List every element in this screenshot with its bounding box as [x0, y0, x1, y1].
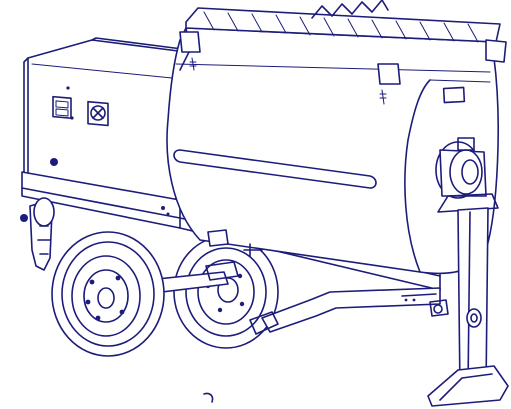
drive-coupling	[207, 229, 263, 257]
safety-grate	[185, 0, 501, 43]
dial-panel	[87, 100, 109, 127]
drum-label-plate	[442, 86, 466, 104]
bearing-assembly	[435, 137, 499, 213]
drum-handle	[173, 149, 377, 189]
support-leg	[457, 207, 489, 393]
mixing-drum	[166, 27, 499, 275]
tow-hitch	[20, 197, 55, 271]
support-tube	[249, 287, 449, 335]
grate-hinge-left	[179, 31, 201, 71]
grate-hinge-right	[377, 63, 401, 105]
leg-foot	[427, 365, 509, 407]
grate-hinge-corner	[485, 39, 507, 63]
front-wheel	[51, 231, 165, 357]
switch-panel	[52, 95, 72, 120]
ground-mark	[203, 392, 214, 403]
